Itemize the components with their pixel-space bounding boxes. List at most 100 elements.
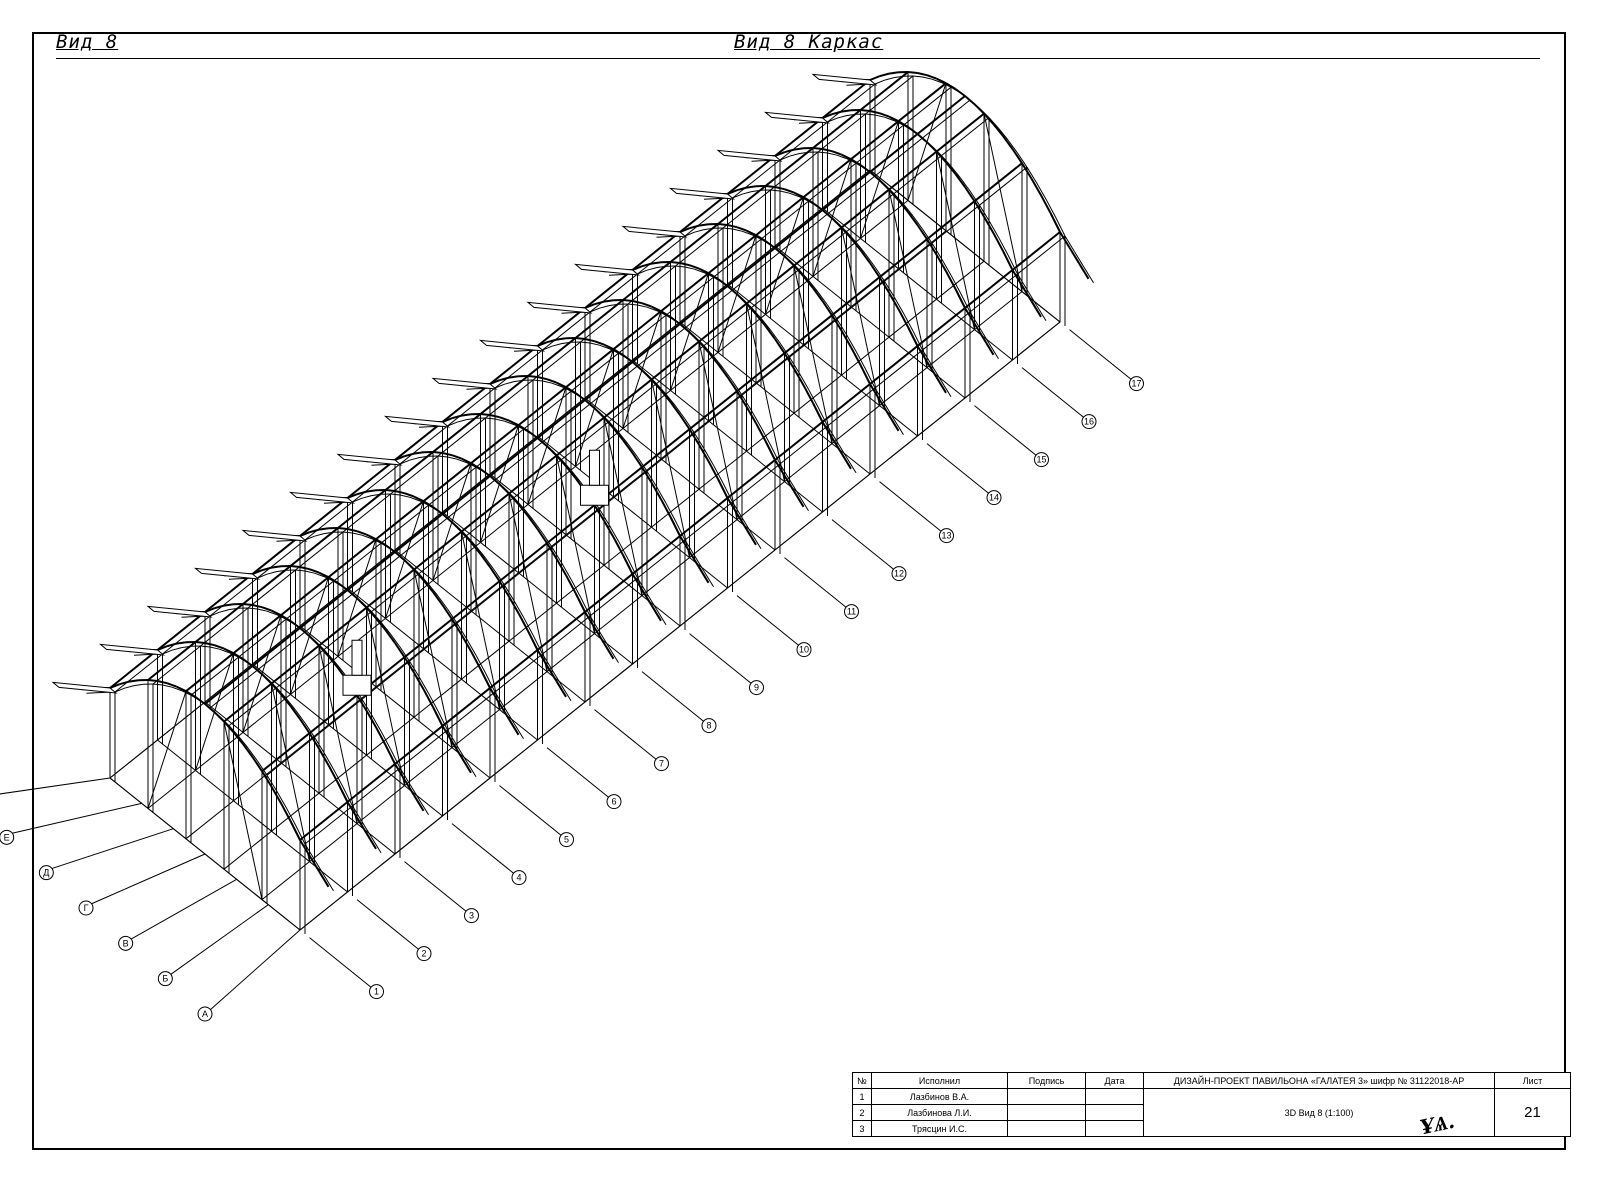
arched-rafter-edge: [475, 654, 486, 674]
purlin: [223, 112, 985, 723]
arched-rafter-edge: [760, 426, 771, 446]
arched-rafter-edge: [409, 457, 420, 461]
arched-rafter-edge: [836, 441, 847, 458]
arched-rafter-edge: [1083, 266, 1094, 284]
arched-rafter: [651, 305, 662, 313]
frame-brace: [366, 607, 405, 786]
arched-rafter: [271, 609, 282, 617]
arched-rafter: [669, 401, 681, 416]
arched-rafter-edge: [589, 342, 600, 346]
arched-rafter-edge: [285, 806, 296, 826]
arched-rafter-edge: [903, 312, 914, 332]
arched-rafter-edge: [551, 382, 562, 388]
arched-rafter: [318, 571, 329, 579]
arched-rafter-edge: [456, 745, 467, 762]
arched-rafter: [850, 158, 862, 166]
arched-rafter-edge: [836, 154, 847, 160]
stamp-row-no: 2: [852, 1104, 872, 1121]
arched-rafter: [432, 591, 444, 606]
arched-rafter: [499, 416, 510, 422]
axis-marker-number: 5: [564, 835, 569, 845]
title-block: № Исполнил Подпись Дата ДИЗАЙН-ПРОЕКТ ПА…: [852, 1072, 1571, 1137]
purlin-edge: [266, 166, 1028, 776]
arched-rafter: [546, 378, 557, 384]
axis-marker-number: 17: [1131, 379, 1141, 389]
arched-rafter: [936, 77, 947, 85]
arched-rafter-edge: [513, 600, 524, 618]
axis-marker-letter: Г: [84, 903, 89, 913]
arched-rafter: [765, 185, 776, 188]
floor-joist: [147, 200, 909, 809]
arched-rafter: [897, 308, 909, 328]
purlin: [185, 82, 947, 692]
arched-rafter-edge: [1026, 289, 1037, 306]
arched-rafter-edge: [798, 494, 809, 512]
purlin-edge: [190, 86, 952, 696]
arched-rafter: [802, 196, 814, 204]
arched-rafter: [831, 150, 842, 156]
arched-rafter: [556, 381, 567, 389]
arched-rafter-edge: [789, 153, 800, 157]
arched-rafter-edge: [675, 520, 686, 541]
arched-rafter-edge: [1036, 304, 1047, 322]
purlin: [147, 71, 909, 681]
stamp-row-date: [1085, 1104, 1144, 1121]
arched-rafter: [289, 705, 301, 720]
arched-rafter: [441, 604, 453, 620]
arched-rafter: [1068, 247, 1080, 264]
arched-rafter: [746, 229, 757, 237]
axis-marker-circle: [606, 794, 622, 810]
arched-rafter-edge: [371, 714, 382, 732]
axis-marker-circle: [197, 1006, 213, 1022]
axis-leader: [879, 481, 942, 532]
arched-rafter-edge: [124, 685, 135, 689]
eave-board: [716, 149, 783, 162]
arched-rafter-edge: [884, 116, 895, 122]
arched-rafter-edge: [409, 496, 420, 502]
arched-rafter-edge: [808, 279, 819, 293]
arched-rafter: [147, 679, 158, 682]
arched-rafter: [555, 680, 567, 698]
arched-rafter: [1002, 250, 1014, 271]
arched-rafter-edge: [437, 710, 448, 731]
axis-leader: [831, 519, 895, 570]
arched-rafter: [707, 272, 719, 280]
arched-rafter: [460, 756, 472, 774]
stamp-row-signature: [1007, 1120, 1086, 1137]
frame-brace: [461, 531, 500, 710]
arched-rafter-edge: [285, 697, 296, 711]
stamp-row-signature: [1007, 1088, 1086, 1105]
arched-rafter: [698, 223, 709, 227]
stamp-row-name: Трясцин И.С.: [871, 1120, 1008, 1137]
arched-rafter: [793, 191, 804, 199]
arched-rafter: [917, 72, 928, 77]
arched-rafter: [508, 419, 519, 427]
arched-rafter-edge: [988, 220, 999, 238]
timber-frame-structure: [51, 71, 1094, 934]
arched-rafter-edge: [874, 266, 885, 282]
arched-rafter-edge: [409, 783, 420, 800]
arched-rafter: [479, 553, 491, 568]
arched-rafter-edge: [219, 648, 230, 654]
arched-rafter-edge: [418, 798, 429, 816]
arched-rafter: [736, 226, 747, 232]
arched-rafter: [242, 743, 254, 758]
arched-rafter-edge: [846, 456, 857, 474]
eave-board: [526, 301, 593, 314]
arched-rafter: [489, 566, 501, 582]
arched-rafter: [926, 74, 937, 80]
arched-rafter: [802, 384, 814, 404]
arched-rafter-edge: [950, 86, 961, 94]
arched-rafter-edge: [922, 76, 933, 80]
axis-leader: [736, 595, 800, 646]
arched-rafter-edge: [912, 330, 923, 351]
arched-rafter: [261, 606, 272, 612]
arched-rafter-edge: [988, 342, 999, 360]
arched-rafter: [594, 340, 605, 346]
arched-rafter-edge: [741, 191, 752, 195]
arched-rafter-edge: [770, 329, 781, 344]
frame-brace: [413, 569, 453, 748]
eave-board: [193, 567, 261, 580]
arched-rafter: [964, 186, 976, 202]
arched-rafter-edge: [1074, 251, 1085, 268]
